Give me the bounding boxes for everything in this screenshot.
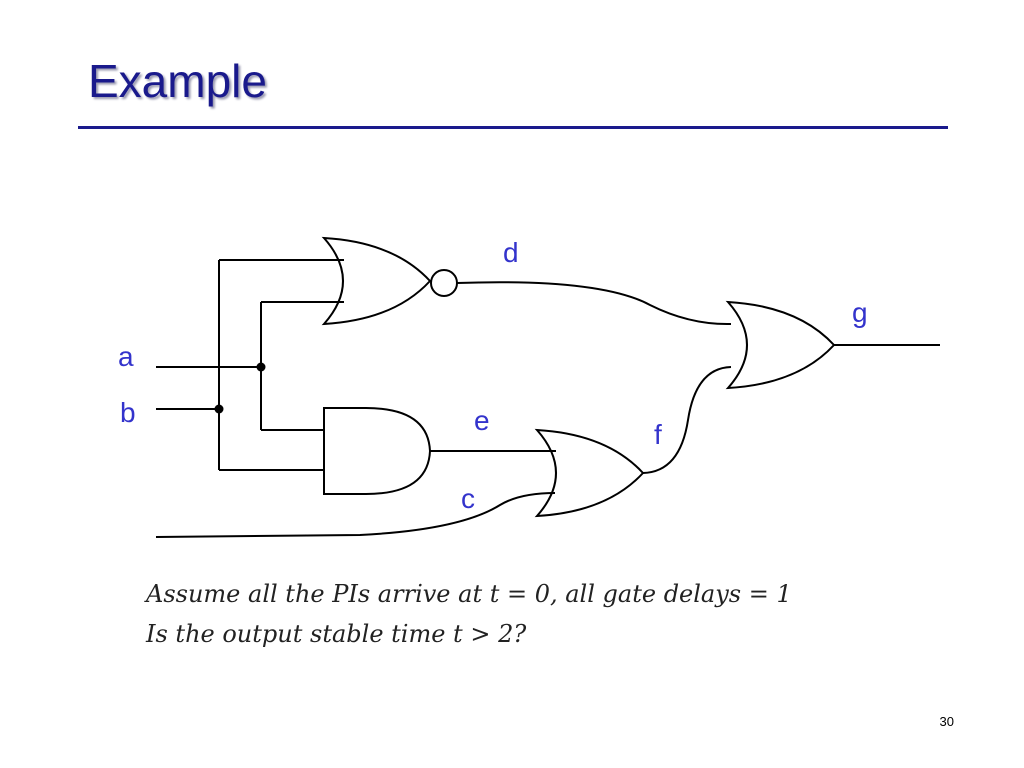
or-gate-f <box>534 428 645 518</box>
title-underline <box>78 126 948 129</box>
slide-title: Example <box>88 55 267 107</box>
label-f: f <box>654 419 662 450</box>
nor-bubble <box>430 269 458 297</box>
and-gate <box>323 407 432 495</box>
label-g: g <box>852 297 868 328</box>
label-d: d <box>503 237 519 268</box>
label-a: a <box>118 341 134 372</box>
wire-c <box>155 492 556 538</box>
wire-d <box>456 281 732 326</box>
junction-b <box>214 404 224 414</box>
junction-a <box>256 362 266 372</box>
label-c: c <box>461 483 475 514</box>
or-gate-g <box>725 300 836 390</box>
nor-gate <box>321 236 432 326</box>
page-number: 30 <box>939 714 954 729</box>
label-e: e <box>474 405 490 436</box>
label-b: b <box>120 397 136 428</box>
question-note: Is the output stable time t > 2? <box>146 620 527 648</box>
wire-f <box>642 366 732 474</box>
assumption-note: Assume all the PIs arrive at t = 0, all … <box>146 580 792 608</box>
